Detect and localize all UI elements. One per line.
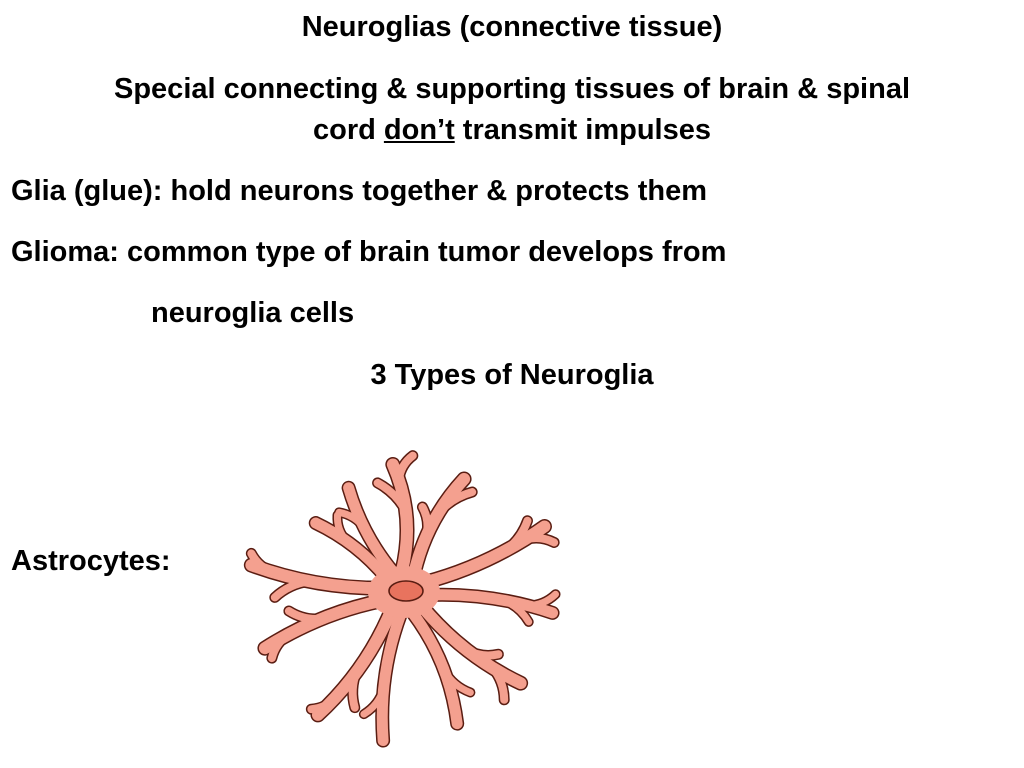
process-fill [488, 663, 509, 704]
process-fill [406, 606, 463, 730]
process-fill [434, 488, 477, 518]
special-tissue-line-2: cord don’t transmit impulses [0, 113, 1024, 147]
process-fill [420, 589, 559, 619]
process-fill [373, 478, 410, 516]
special-line-2-suffix: transmit impulses [454, 114, 711, 146]
glia-definition: Glia (glue): hold neurons together & pro… [11, 175, 708, 207]
dont-underlined-text: don’t [383, 114, 455, 146]
process-fill [394, 451, 417, 484]
special-tissue-line-1: Special connecting & supporting tissues … [114, 73, 910, 105]
special-line-2-prefix: cord [312, 114, 384, 146]
types-heading: 3 Types of Neuroglia [370, 359, 654, 391]
process-fill [343, 482, 400, 579]
process-fill [307, 692, 341, 714]
process-fill [524, 590, 560, 610]
glioma-definition-line-1: Glioma: common type of brain tumor devel… [11, 236, 727, 268]
astrocyte-nucleus [388, 580, 424, 602]
process-fill [440, 667, 474, 696]
process-fill [417, 520, 551, 589]
process-fill [500, 516, 532, 556]
process-fill [284, 607, 327, 623]
process-fill [520, 534, 559, 547]
process-fill [348, 667, 361, 712]
process-fill [418, 503, 432, 541]
process-fill [408, 472, 471, 579]
astrocyte-illustration [243, 450, 561, 748]
glioma-definition-line-2: neuroglia cells [151, 297, 355, 329]
process-fill [333, 511, 351, 545]
process-fill [247, 549, 279, 577]
process-fill [270, 577, 314, 602]
process-fill [335, 508, 369, 532]
process-fill [310, 517, 393, 584]
process-fill [267, 629, 294, 663]
slide-title: Neuroglias (connective tissue) [301, 11, 723, 43]
astrocyte-processes [243, 450, 561, 748]
process-fill [360, 685, 388, 718]
process-fill [462, 645, 503, 660]
process-fill [499, 596, 533, 626]
astrocytes-label: Astrocytes: [11, 545, 171, 577]
process-fill [376, 608, 407, 747]
